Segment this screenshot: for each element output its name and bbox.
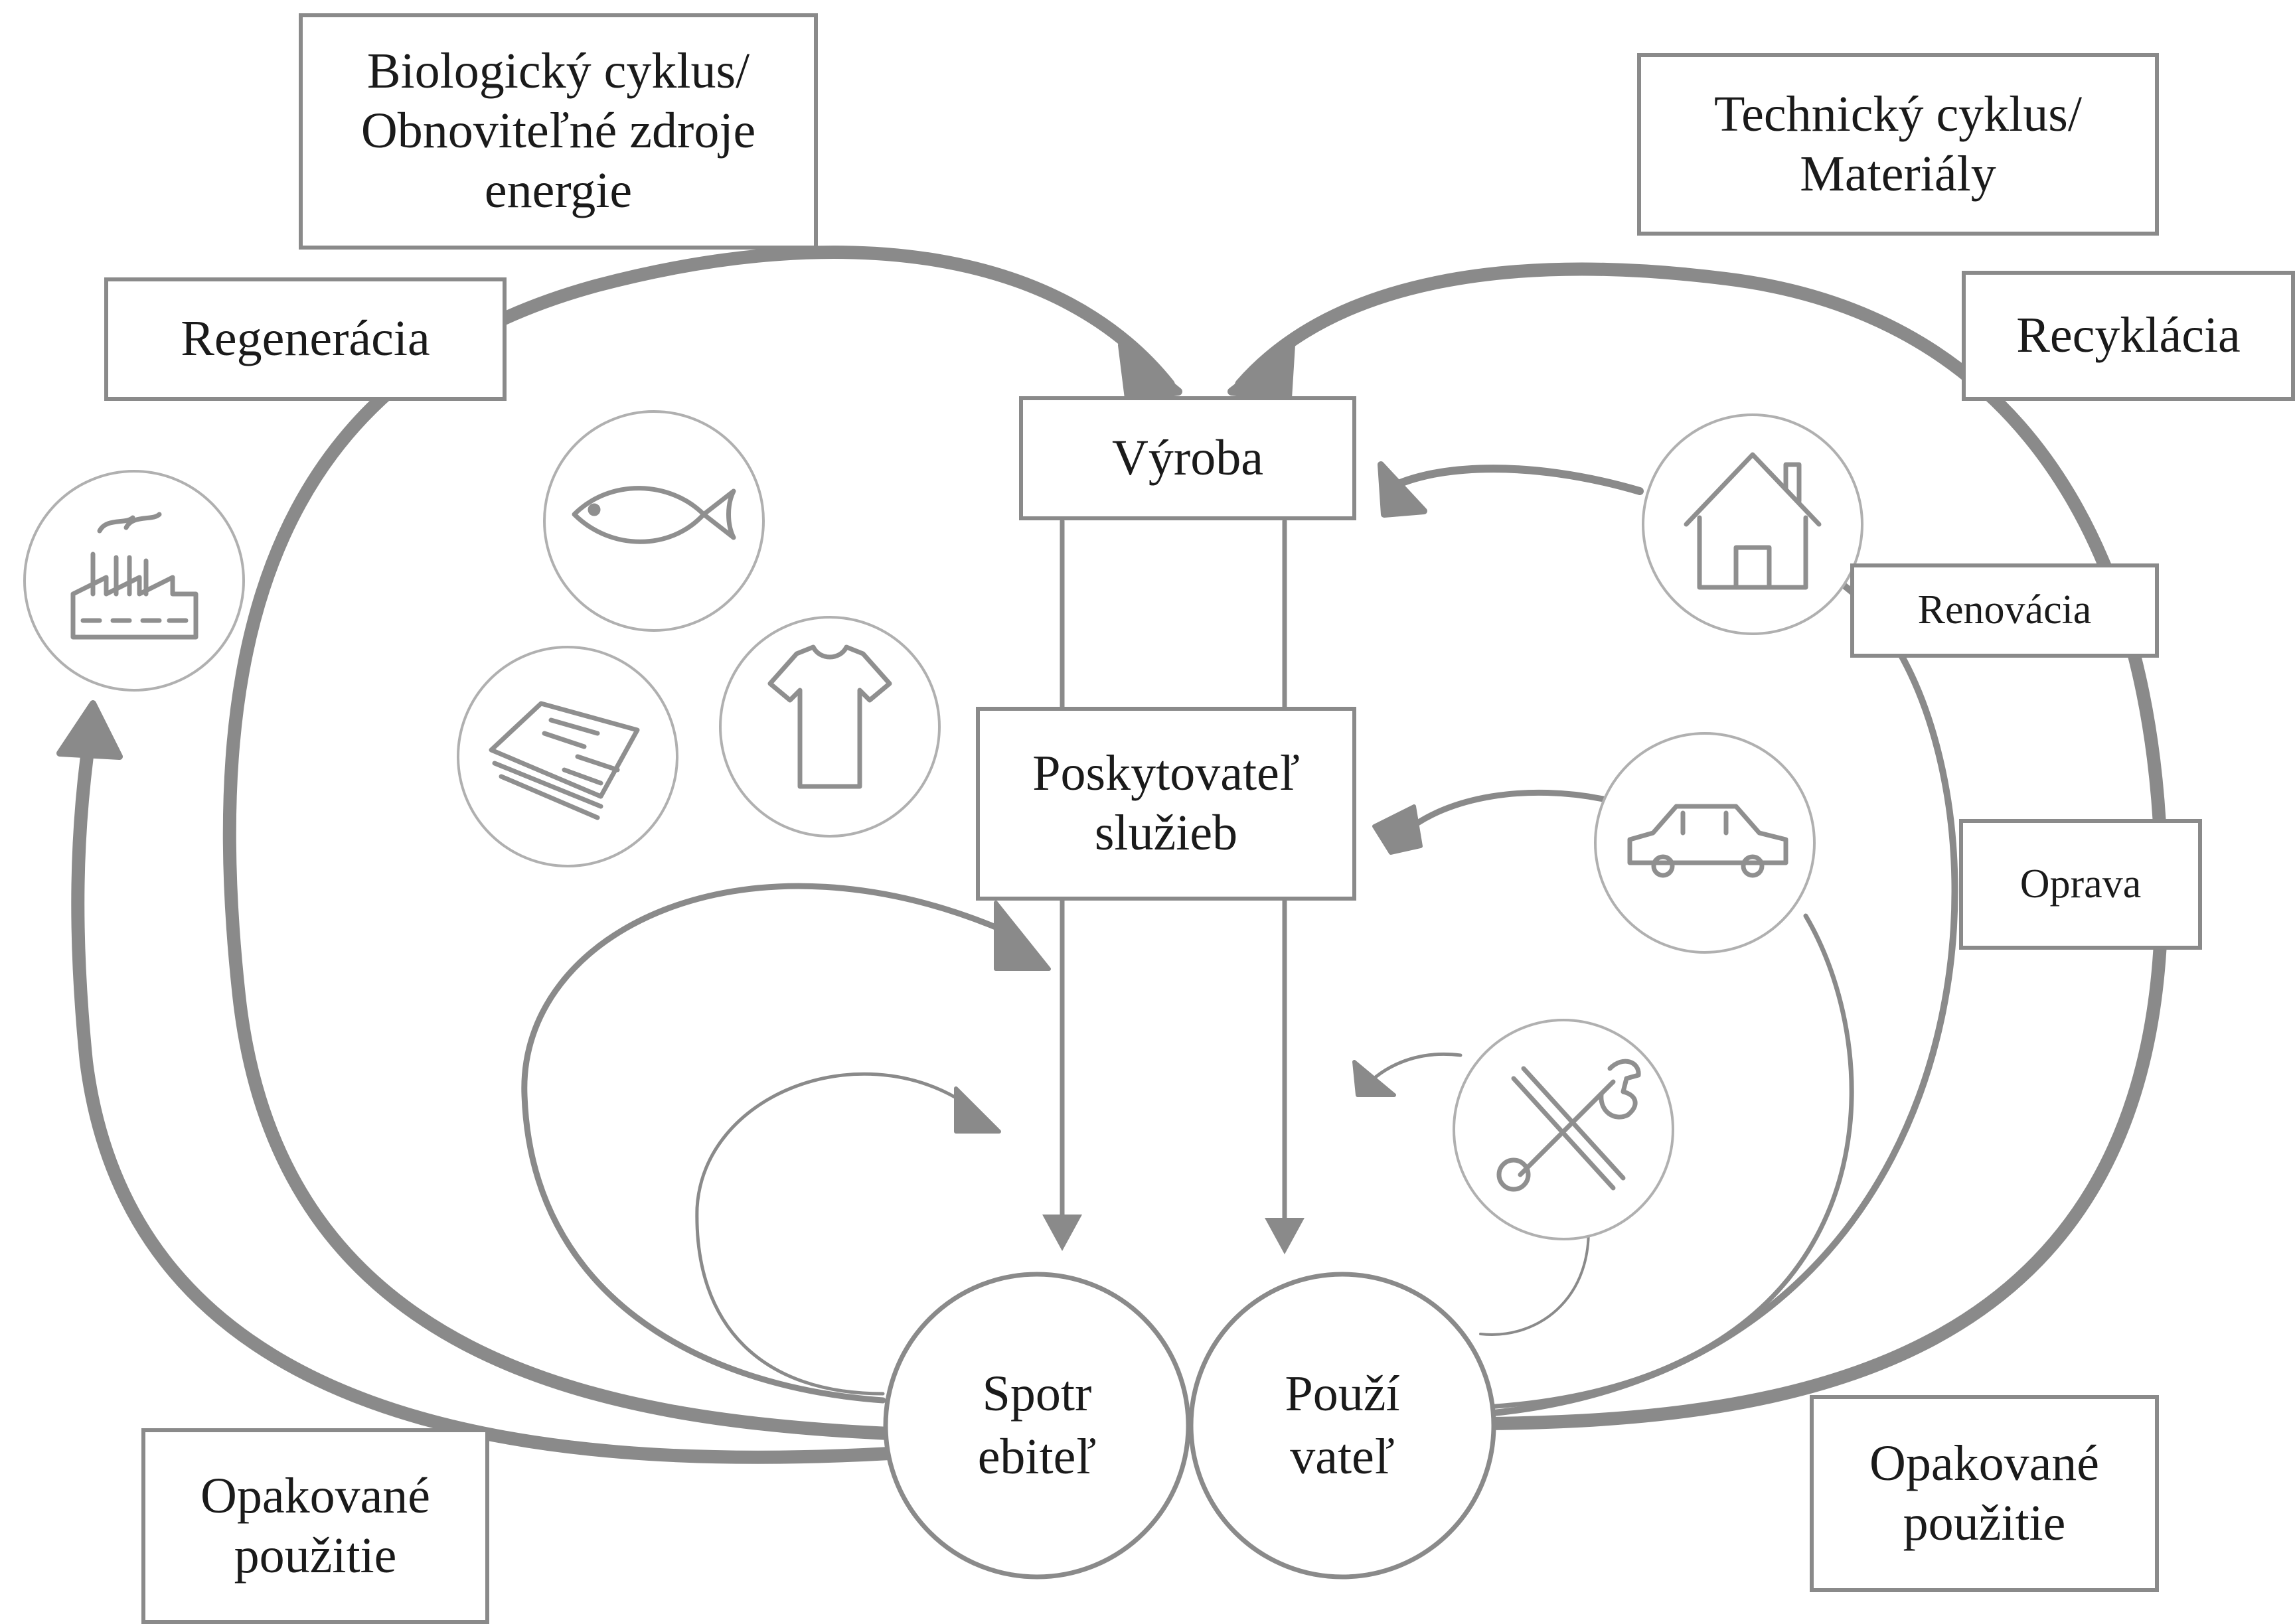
service-provider-line-2: služieb	[1094, 805, 1238, 861]
car-circle	[1594, 732, 1816, 954]
user-circle	[1188, 1272, 1496, 1580]
tshirt-circle	[719, 616, 941, 838]
arrowhead-to-vyroba	[1378, 461, 1427, 518]
newspaper-icon	[489, 701, 640, 820]
tech-cycle-line-2: Materiály	[1800, 145, 1996, 202]
arrowhead-to-consumer	[1042, 1215, 1082, 1251]
recycling-label: Recyklácia	[1962, 271, 2295, 401]
factory-icon	[70, 512, 198, 640]
production-label: Výroba	[1019, 396, 1356, 520]
bio-cycle-line-1: Biologický cyklus/	[366, 43, 750, 100]
repair-text: Oprava	[2019, 861, 2142, 907]
recycling-text: Recyklácia	[2016, 307, 2241, 364]
loop-renovation-to-user	[1484, 574, 1958, 1417]
renovation-label: Renovácia	[1850, 563, 2159, 658]
tech-outer-arrowhead	[1227, 341, 1295, 402]
bio-cycle-line-3: energie	[484, 162, 633, 218]
fish-circle	[543, 410, 765, 632]
bio-outer-arrowhead	[1118, 341, 1182, 402]
consumer-line-1: Spotr	[982, 1366, 1092, 1422]
bio-cycle-line-2: Obnoviteľné zdroje	[360, 103, 756, 159]
arrowhead-to-user-tools	[1352, 1060, 1396, 1097]
loop-from-car	[1401, 789, 1610, 836]
reuse-right-line-1: Opakované	[1869, 1435, 2100, 1491]
reuse-left-loop	[71, 730, 896, 1464]
inner-left-loop-2	[695, 1072, 965, 1396]
reuse-right-line-2: použitie	[1903, 1495, 2066, 1551]
user-line-1: Použí	[1285, 1366, 1400, 1422]
newspaper-circle	[457, 646, 678, 867]
loop-tools-to-user	[1479, 1207, 1590, 1336]
reuse-left-label: Opakované použitie	[141, 1428, 489, 1624]
reuse-left-line-1: Opakované	[200, 1467, 431, 1524]
bio-outer-loop	[222, 246, 1175, 1440]
inner-left-arrowhead-2	[954, 1086, 1001, 1134]
reuse-left-arrowhead	[56, 700, 123, 760]
user-line-2: vateľ	[1290, 1429, 1395, 1485]
tech-cycle-line-1: Technický cyklus/	[1714, 86, 2082, 142]
car-icon	[1627, 804, 1788, 878]
loop-from-house	[1380, 465, 1644, 495]
regeneration-text: Regenerácia	[181, 311, 430, 367]
repair-label: Oprava	[1959, 819, 2202, 950]
house-icon	[1684, 452, 1822, 590]
bio-cycle-label: Biologický cyklus/ Obnoviteľné zdroje en…	[299, 13, 818, 250]
tshirt-icon	[767, 644, 892, 789]
inner-left-arrowhead-1	[994, 901, 1051, 971]
user-label: Použí vateľ	[1215, 1354, 1470, 1497]
consumer-label: Spotr ebiteľ	[910, 1354, 1164, 1497]
service-provider-line-1: Poskytovateľ	[1032, 745, 1300, 802]
consumer-line-2: ebiteľ	[977, 1429, 1097, 1485]
arrowhead-to-user	[1265, 1218, 1305, 1254]
service-provider-label: Poskytovateľ služieb	[976, 707, 1356, 901]
reuse-left-line-2: použitie	[234, 1527, 397, 1584]
production-text: Výroba	[1112, 429, 1263, 486]
house-circle	[1642, 413, 1863, 635]
fish-icon	[572, 486, 736, 544]
tech-cycle-label: Technický cyklus/ Materiály	[1637, 53, 2159, 236]
reuse-right-label: Opakované použitie	[1810, 1395, 2159, 1592]
arrowhead-to-provider	[1372, 804, 1423, 855]
inner-left-loop-1	[521, 883, 1019, 1404]
tools-icon	[1496, 1059, 1641, 1192]
consumer-circle	[883, 1272, 1191, 1580]
renovation-text: Renovácia	[1917, 587, 2092, 633]
regeneration-label: Regenerácia	[104, 277, 507, 401]
